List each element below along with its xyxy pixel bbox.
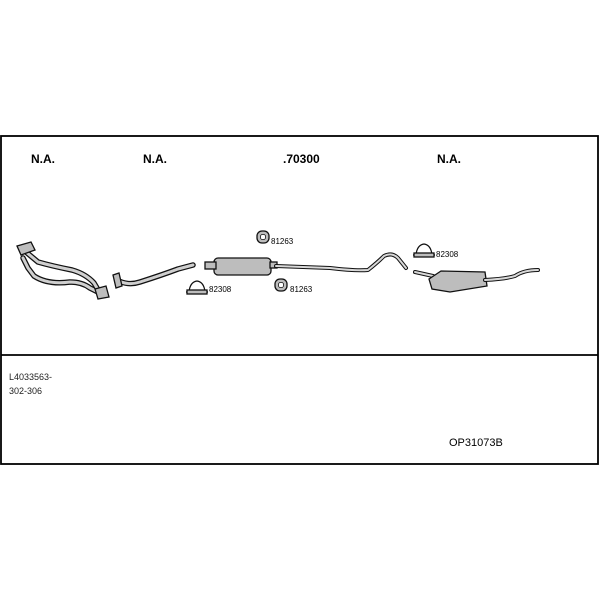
front-clamp: 82308 (186, 280, 232, 295)
header-col1: N.A. (31, 152, 55, 166)
intermediate-pipe (112, 262, 196, 289)
downpipe-flange (94, 285, 110, 300)
header-col3: .70300 (283, 152, 320, 166)
rear-clamp: 82308 (413, 243, 459, 259)
upper-rubber-mount: 81263 (256, 230, 294, 246)
kit-code: OP31073B (449, 437, 503, 449)
clamp-icon (415, 243, 433, 256)
part-number-front-clamp: 82308 (209, 285, 232, 294)
rear-silencer (413, 268, 540, 293)
header-col2: N.A. (143, 152, 167, 166)
clamp-icon (188, 280, 206, 293)
part-number-rear-clamp: 82308 (436, 250, 459, 259)
part-number-lower-mount: 81263 (290, 285, 313, 294)
middle-silencer-body (213, 257, 272, 276)
intermediate-flange (112, 272, 123, 289)
middle-tail-pipe (274, 252, 408, 273)
manifold-flange (16, 241, 36, 256)
diagram-frame (0, 135, 599, 465)
vehicle-range: 302-306 (9, 386, 42, 396)
front-downpipe (16, 241, 110, 300)
middle-silencer (204, 257, 278, 276)
vehicle-code: L4033563- (9, 372, 52, 382)
rear-silencer-body (428, 270, 488, 293)
lower-rubber-mount: 81263 (274, 278, 313, 294)
part-number-upper-mount: 81263 (271, 237, 294, 246)
header-col4: N.A. (437, 152, 461, 166)
